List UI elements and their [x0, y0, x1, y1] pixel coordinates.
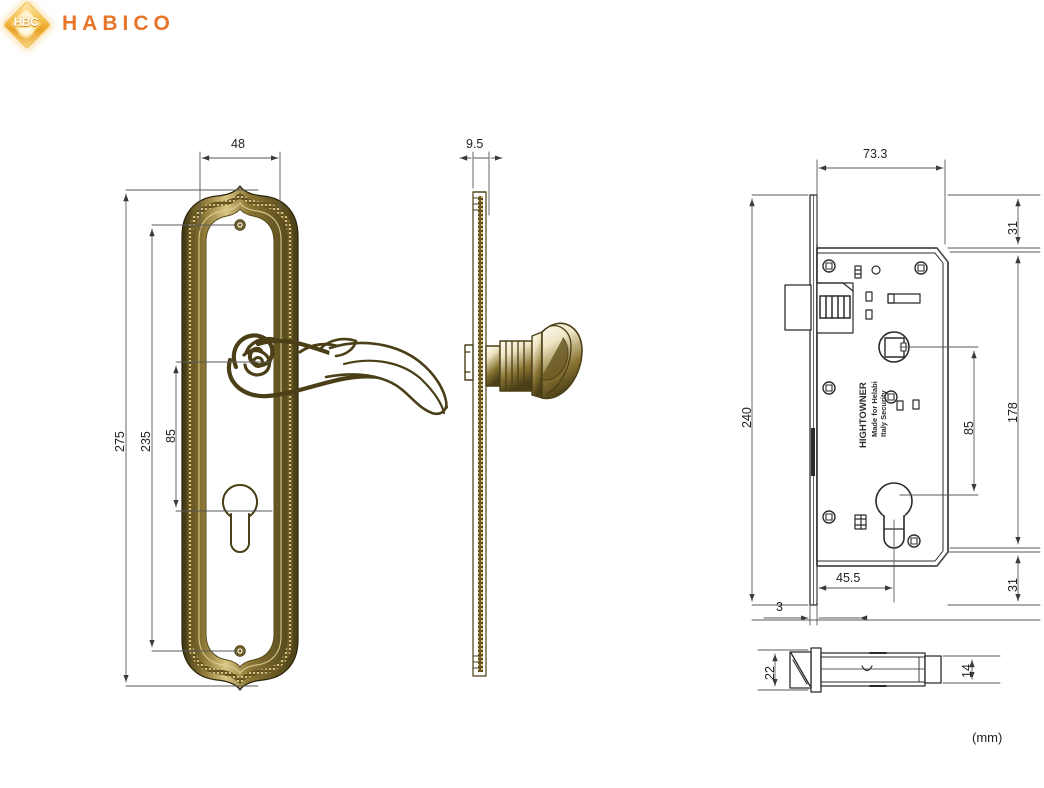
cylinder-hole — [875, 482, 913, 549]
unit-label: (mm) — [972, 730, 1003, 745]
latch-bolt-dimensions — [757, 649, 1001, 691]
dim-centre-distance: 85 — [962, 421, 976, 435]
side-view-dimensions — [459, 151, 503, 216]
front-plate-view — [123, 151, 449, 691]
habico-logo-icon: HBC — [2, 0, 52, 50]
thumb-turn-knob — [485, 322, 583, 400]
security-line: Italy Security — [879, 389, 888, 437]
made-for-line: Made for Helabi — [870, 381, 879, 437]
dim-bottom-margin: 31 — [1006, 578, 1020, 592]
brand-name: HABICO — [62, 12, 175, 35]
dim-plate-height: 275 — [113, 431, 127, 452]
brand-header: HBC HABICO — [2, 0, 175, 50]
internal-fittings — [854, 265, 921, 530]
logo-monogram: HBC — [13, 15, 39, 29]
dim-bolt-height: 14 — [960, 664, 974, 678]
euro-cylinder-keyhole — [221, 484, 258, 553]
brand-line: HIGHTOWNER — [858, 382, 869, 448]
case-screws — [822, 259, 928, 548]
dim-forend-thickness: 3 — [776, 600, 783, 614]
latch-bolt-view — [757, 647, 1001, 693]
dim-plate-width: 48 — [231, 137, 245, 151]
dim-handle-to-keyhole: 85 — [164, 429, 178, 443]
side-plate-view — [459, 151, 583, 677]
lock-body-branding: HIGHTOWNER Made for Helabi Italy Securit… — [858, 381, 888, 448]
dim-fixing-centres: 235 — [139, 431, 153, 452]
dim-backset-overall: 73.3 — [863, 147, 888, 161]
latch-spring — [819, 295, 851, 319]
dim-bolt-plate-height: 22 — [763, 666, 777, 680]
lock-body-dimensions — [749, 159, 1041, 626]
lock-body-view: HIGHTOWNER Made for Helabi Italy Securit… — [749, 159, 1041, 626]
front-view-dimensions — [123, 151, 281, 687]
dim-case-height: 178 — [1006, 402, 1020, 423]
dim-forend-length: 240 — [740, 407, 754, 428]
spindle-hole — [878, 331, 910, 363]
dim-plate-thickness: 9.5 — [466, 137, 484, 151]
dim-cylinder-backset: 45.5 — [836, 571, 861, 585]
top-fixing-screw — [234, 219, 246, 231]
dim-top-margin: 31 — [1006, 221, 1020, 235]
